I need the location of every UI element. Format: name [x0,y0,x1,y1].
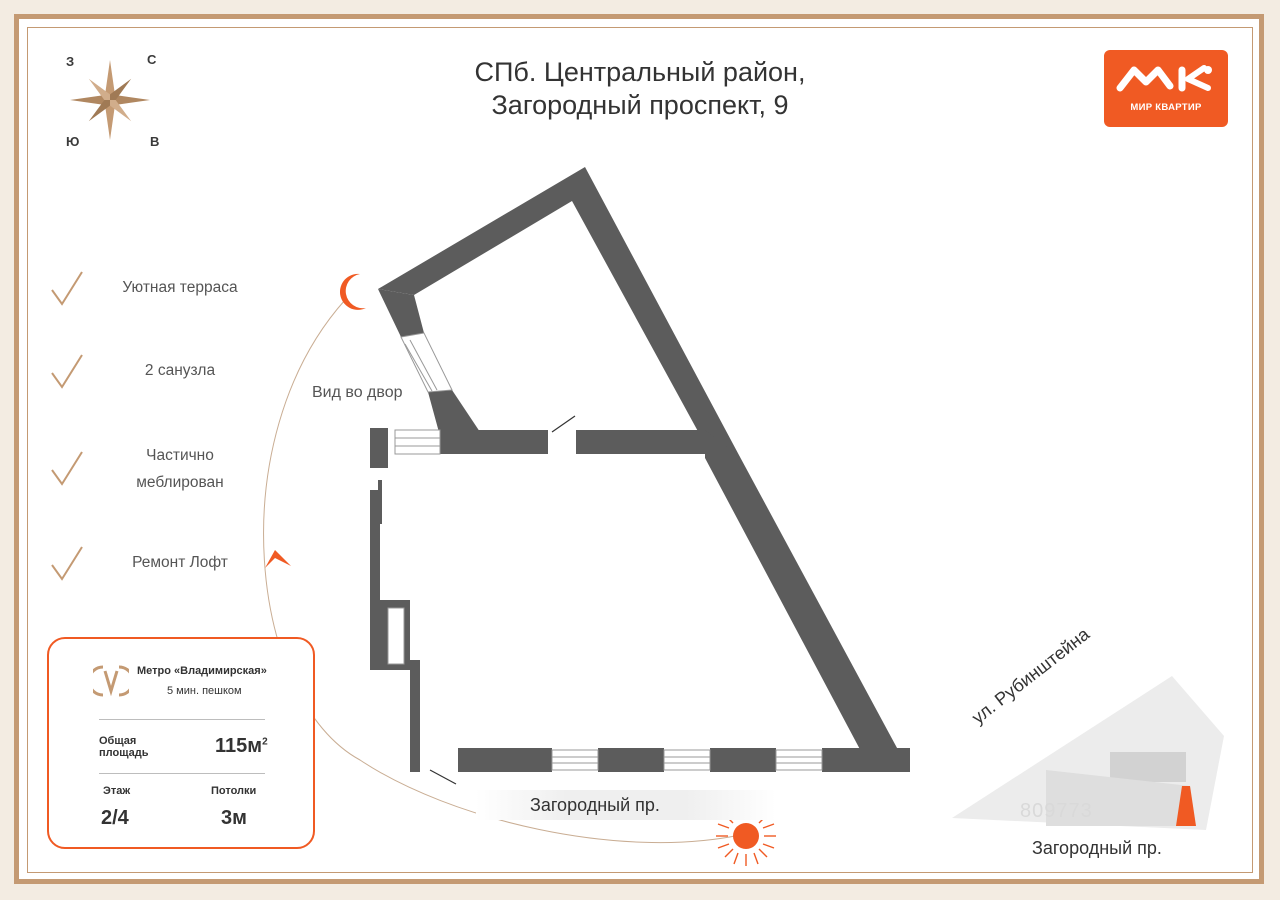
metro-name: Метро «Владимирская» [137,665,267,677]
check-icon [51,451,83,486]
area-value: 115м2 [215,735,268,758]
metro-time: 5 мин. пешком [167,685,242,697]
bottom-wall-2 [598,748,664,772]
divider [99,719,265,720]
terrace-wall-right [576,430,716,454]
left-wall-lower [410,660,420,772]
page-title: СПб. Центральный район, Загородный просп… [340,56,940,122]
bottom-wall-1 [458,748,552,772]
check-icon [51,354,83,389]
window-top-left [394,429,441,455]
floor-value: 2/4 [101,807,129,829]
watermark: 809773 [1020,800,1093,822]
logo-text: МИР КВАРТИР [1130,102,1202,113]
street-label-plan: Загородный пр. [476,790,776,820]
terrace-door [551,415,576,433]
view-label: Вид во двор [312,384,403,401]
building-outline [1046,770,1196,826]
check-icon [51,546,83,581]
entrance-door [429,769,457,785]
feature-item: 2 санузла [50,353,310,401]
diagonal-wall [705,430,910,772]
metro-icon [93,665,129,697]
feature-label: Уютная терраса [122,279,238,296]
divider [99,773,265,774]
info-card: Метро «Владимирская» 5 мин. пешком Общая… [47,637,315,849]
street-label-text: Загородный пр. [530,795,660,815]
inner-frame [27,27,1253,873]
feature-label: Частично меблирован [136,447,224,491]
feature-label: 2 санузла [144,362,216,379]
window-bottom-1 [551,749,599,771]
area-number: 115м [215,735,263,757]
building-outline-top [1110,752,1186,782]
terrace-left-wall [378,289,424,337]
direction-arrow-icon [265,550,291,568]
terrace-outer-wall [378,167,740,457]
check-icon [51,271,83,306]
terrace-wall-left [440,430,548,454]
moon-icon [340,273,366,310]
compass-rose-icon [70,60,150,140]
compass-west-label: З [66,54,75,69]
left-wall [370,490,380,670]
bottom-wall-4 [822,748,910,772]
property-highlight [1176,786,1196,826]
compass-east-label: В [150,134,160,149]
brand-logo: МИР КВАРТИР [1104,50,1228,127]
window-bottom-3 [775,749,823,771]
compass-north-label: С [147,52,157,67]
feature-label: Ремонт Лофт [132,554,228,571]
area-unit-sup: 2 [262,736,268,748]
terrace-lower-left-wall [428,390,480,436]
ceiling-value: 3м [221,807,247,829]
feature-item: Частично меблирован [50,447,310,498]
title-line-2: Загородный проспект, 9 [491,90,789,120]
left-wall-top [370,428,388,468]
map-street-bottom: Загородный пр. [1032,838,1162,858]
bottom-wall-3 [710,748,776,772]
feature-item: Уютная терраса [50,270,310,318]
logo-mark-icon [1116,65,1212,92]
title-line-1: СПб. Центральный район, [474,57,806,87]
feature-item: Ремонт Лофт [50,545,310,593]
floor-label: Этаж [103,785,131,797]
window-bottom-2 [663,749,711,771]
area-label: Общая площадь [99,735,149,759]
left-niche [387,607,405,665]
sun-icon [716,806,776,866]
compass-south-label: Ю [66,134,80,149]
ceiling-label: Потолки [211,785,257,797]
